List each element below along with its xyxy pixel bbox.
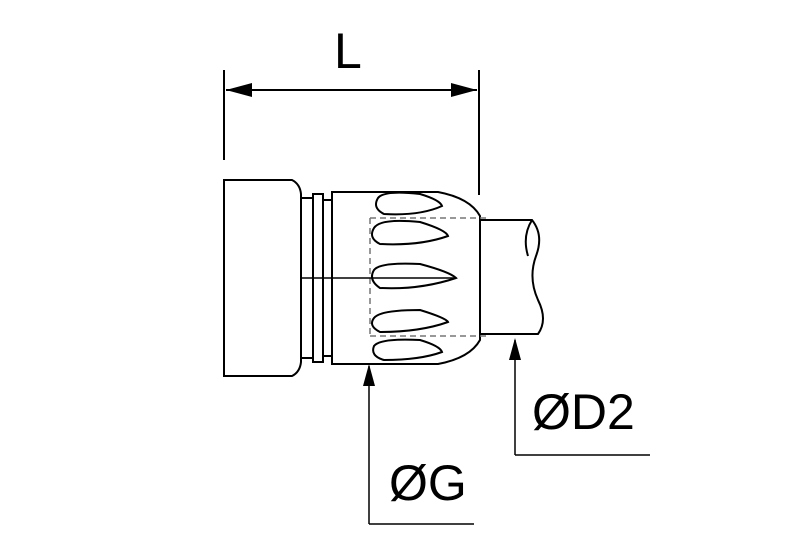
head — [223, 179, 302, 377]
tube-diameter-label: ØD2 — [532, 384, 635, 440]
tube — [479, 219, 544, 335]
slot-4 — [371, 308, 450, 334]
arrowhead-g — [363, 364, 375, 386]
collet-slots — [371, 191, 458, 362]
length-dimension — [223, 70, 480, 195]
tube-body — [479, 219, 544, 335]
thread-diameter-label: ØG — [389, 455, 467, 511]
arrowhead-d2 — [509, 338, 521, 360]
arrowhead-left — [226, 83, 252, 97]
tube-break — [524, 219, 533, 257]
length-label: L — [334, 23, 362, 79]
arrowhead-right — [451, 83, 477, 97]
slot-1 — [375, 191, 444, 216]
g-leader — [363, 364, 474, 525]
slot-5 — [372, 338, 444, 362]
slot-2 — [371, 219, 450, 246]
d2-leader — [509, 338, 650, 456]
